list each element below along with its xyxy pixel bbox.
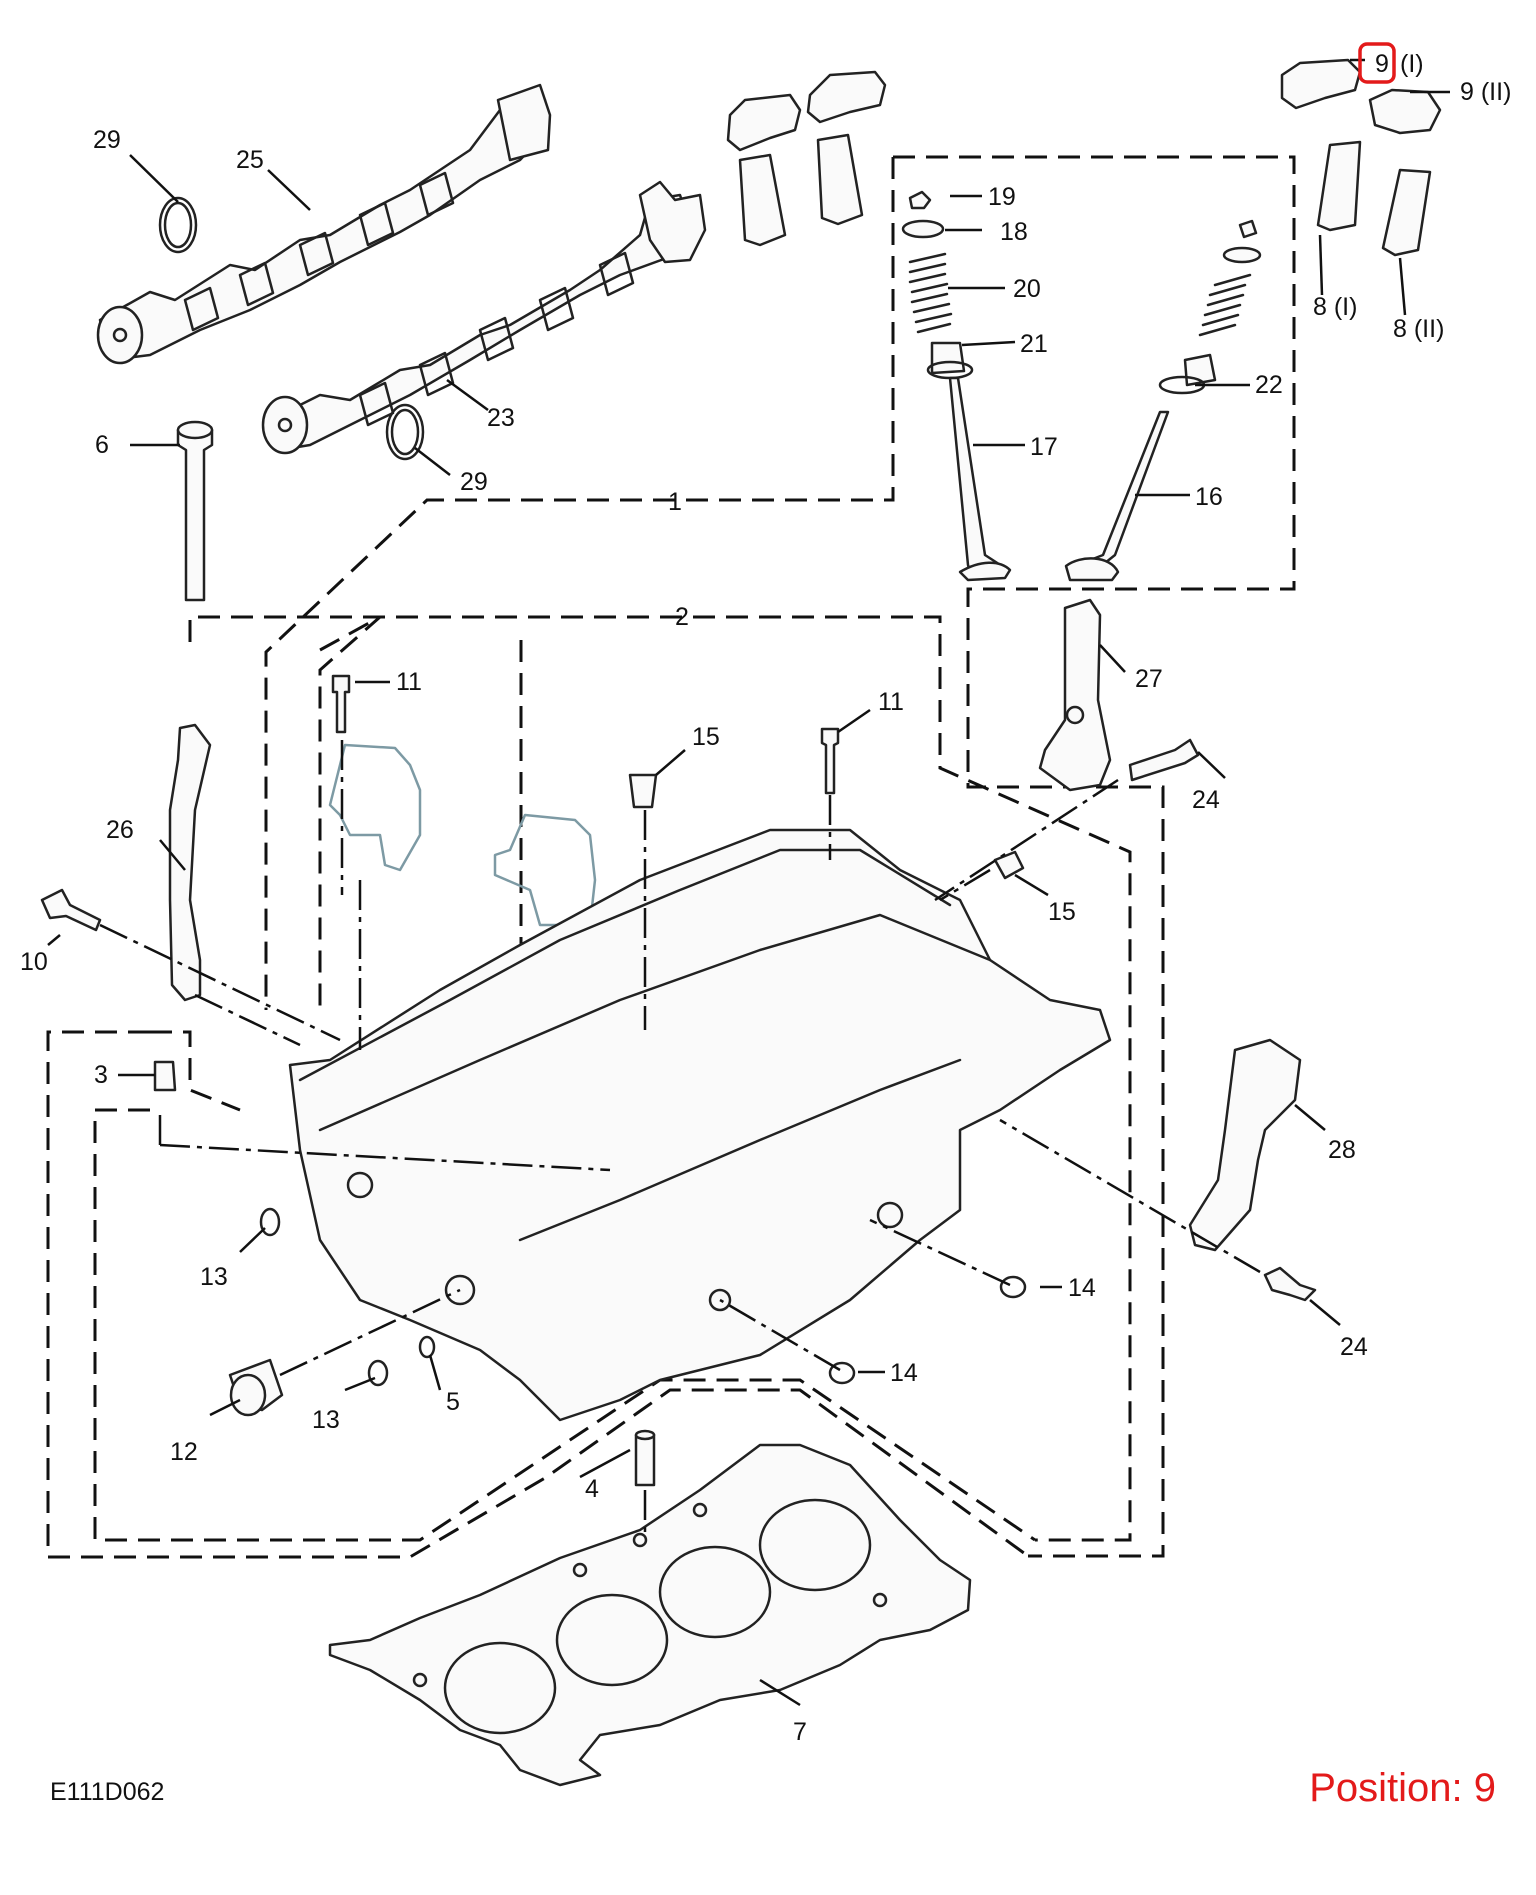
callout-14-lower: 14	[890, 1359, 918, 1387]
callout-13-lower: 13	[312, 1406, 340, 1434]
callout-15-lower: 15	[1048, 898, 1076, 926]
callout-20: 20	[1013, 275, 1041, 303]
callout-28: 28	[1328, 1136, 1356, 1164]
seal-ring-icon	[385, 403, 425, 461]
bolt-icon	[331, 674, 351, 734]
bolt-icon	[1263, 1266, 1317, 1302]
callout-labels: 29 25 23 29 6 1 2 11 11 15 15 26 10 3 27…	[20, 50, 1511, 1746]
callout-1: 1	[668, 488, 682, 516]
group-lower-boundary	[46, 1030, 1029, 1559]
valve-spring-icon	[1158, 219, 1262, 395]
group-2-boundary	[188, 615, 1132, 1542]
highlight-box	[1358, 42, 1396, 84]
group-1-boundary	[893, 155, 1296, 1558]
hydraulic-lifter-icon	[1316, 140, 1432, 257]
bolt-icon	[40, 888, 102, 932]
callout-9-i-suffix: (I)	[1400, 50, 1424, 78]
callout-23: 23	[487, 404, 515, 432]
callout-8-i: 8 (I)	[1313, 293, 1357, 321]
camshaft-icon	[261, 180, 707, 455]
bracket-icon	[1188, 1038, 1302, 1252]
callout-11-right: 11	[878, 688, 904, 716]
bracket-icon	[168, 723, 212, 1002]
callout-29-lower: 29	[460, 468, 488, 496]
callout-24-upper: 24	[1192, 786, 1220, 814]
callout-6: 6	[95, 431, 109, 459]
callout-18: 18	[1000, 218, 1028, 246]
callout-11-left: 11	[396, 668, 422, 696]
callout-7: 7	[793, 1718, 807, 1746]
seal-ring-icon	[158, 196, 198, 254]
callout-2: 2	[675, 603, 689, 631]
bracket-icon	[1038, 598, 1112, 792]
callout-21: 21	[1020, 330, 1048, 358]
assembly-lines	[99, 740, 1261, 1535]
bolt-icon	[176, 420, 214, 602]
callout-10: 10	[20, 948, 48, 976]
callout-29-upper: 29	[93, 126, 121, 154]
rocker-arm-icon	[1280, 58, 1442, 135]
callout-15-upper: 15	[692, 723, 720, 751]
dowel-icon	[153, 1060, 177, 1092]
camshaft-icon	[96, 83, 552, 365]
callout-26: 26	[106, 816, 134, 844]
bolt-icon	[820, 727, 840, 795]
valve-spring-icon	[901, 190, 974, 380]
group-head-left	[150, 1030, 241, 1112]
callout-25: 25	[236, 146, 264, 174]
group-1-upper	[264, 157, 895, 1010]
group-inner-left	[318, 615, 381, 1010]
rocker-arm-icon	[726, 70, 887, 152]
valve-icon	[948, 376, 1012, 582]
callout-22: 22	[1255, 371, 1283, 399]
callout-3: 3	[94, 1061, 108, 1089]
callout-19: 19	[988, 183, 1016, 211]
callout-17: 17	[1030, 433, 1058, 461]
callout-12: 12	[170, 1438, 198, 1466]
leader-lines	[47, 58, 1450, 1707]
dowel-icon	[634, 1429, 656, 1487]
callout-24-lower: 24	[1340, 1333, 1368, 1361]
bolt-icon	[1128, 738, 1200, 782]
callout-9-ii: 9 (II)	[1460, 78, 1511, 106]
callout-14-right: 14	[1068, 1274, 1096, 1302]
callout-27: 27	[1135, 665, 1163, 693]
callout-16: 16	[1195, 483, 1223, 511]
callout-4: 4	[585, 1475, 599, 1503]
callout-5: 5	[446, 1388, 460, 1416]
cylinder-head-icon	[288, 828, 1112, 1422]
hydraulic-lifter-icon	[738, 133, 864, 247]
valve-icon	[1064, 410, 1170, 582]
diagram-code: E111D062	[50, 1778, 165, 1806]
callout-13-left: 13	[200, 1263, 228, 1291]
position-label: Position: 9	[1309, 1766, 1496, 1810]
bracket-icon	[328, 743, 597, 927]
seal-ring-icon	[259, 1207, 1027, 1387]
plug-icon	[628, 773, 1025, 880]
head-gasket-icon	[328, 1443, 972, 1787]
callout-9-i-number: 9	[1375, 50, 1389, 78]
callout-8-ii: 8 (II)	[1393, 315, 1444, 343]
plug-icon	[228, 1358, 284, 1417]
